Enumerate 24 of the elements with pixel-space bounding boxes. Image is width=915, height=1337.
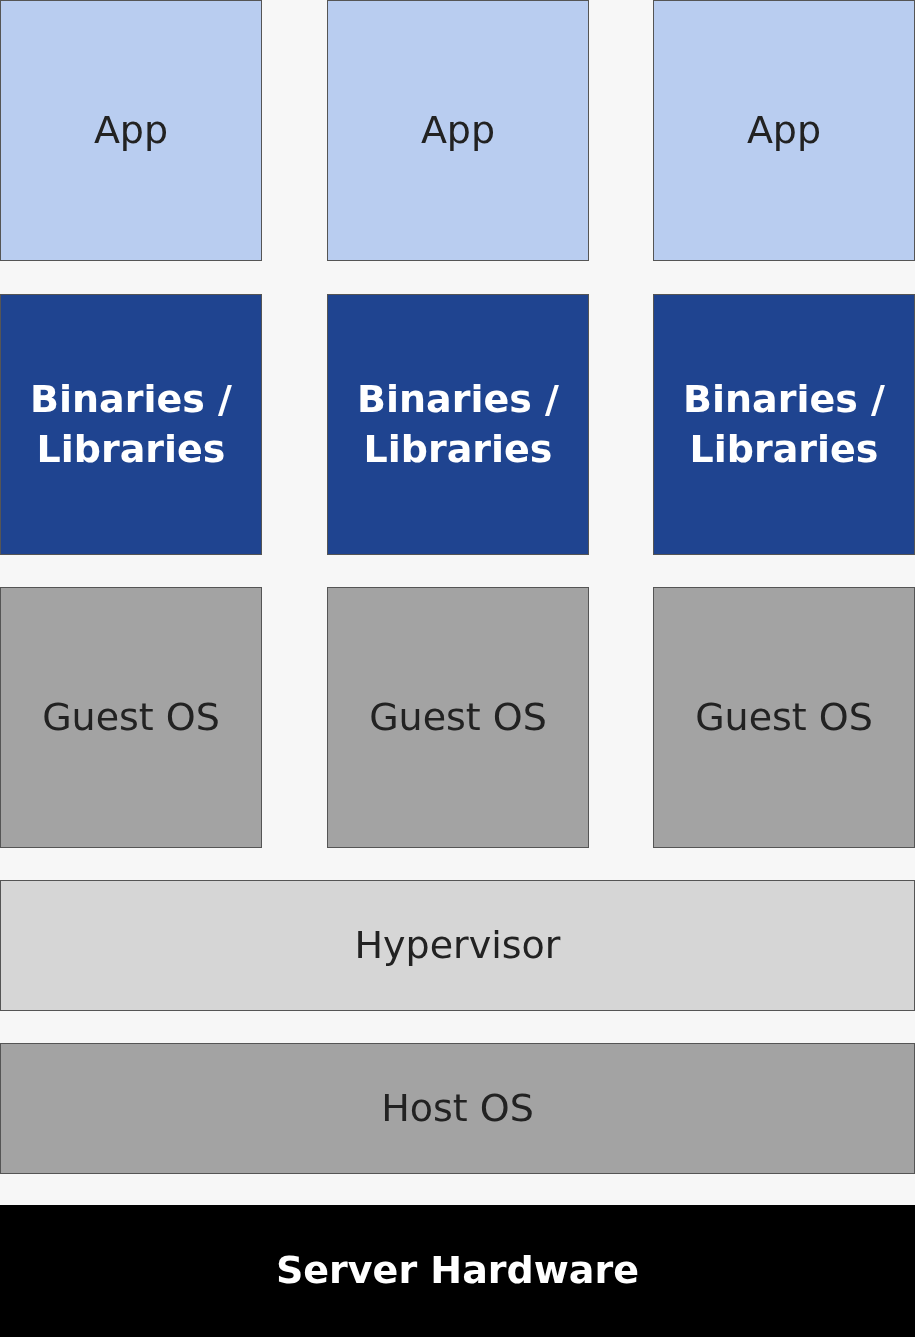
app-layer-box <box>0 0 262 261</box>
app-layer-box <box>653 0 915 261</box>
layer-label: Server Hardware <box>275 1247 639 1295</box>
layer-label: Hypervisor <box>354 921 561 969</box>
host-os-layer-box <box>0 1043 915 1174</box>
layer-label: App <box>420 106 496 154</box>
layer-label: Guest OS <box>695 693 873 741</box>
guest-os-box <box>653 587 915 848</box>
layer-label: App <box>746 106 822 154</box>
layer-label: Binaries / Libraries <box>356 376 560 473</box>
hardware-layer-box <box>0 1205 915 1337</box>
layer-label: Guest OS <box>369 693 547 741</box>
guest-os-box <box>327 587 589 848</box>
binaries-layer-box <box>327 294 589 555</box>
layer-label: Guest OS <box>42 693 220 741</box>
binaries-layer-box <box>653 294 915 555</box>
hypervisor-layer-box <box>0 880 915 1011</box>
guest-os-box <box>0 587 262 848</box>
layer-label: Binaries / Libraries <box>29 376 233 473</box>
binaries-layer-box <box>0 294 262 555</box>
layer-label: Host OS <box>381 1084 534 1132</box>
layer-label: App <box>93 106 169 154</box>
layer-label: Binaries / Libraries <box>682 376 886 473</box>
app-layer-box <box>327 0 589 261</box>
